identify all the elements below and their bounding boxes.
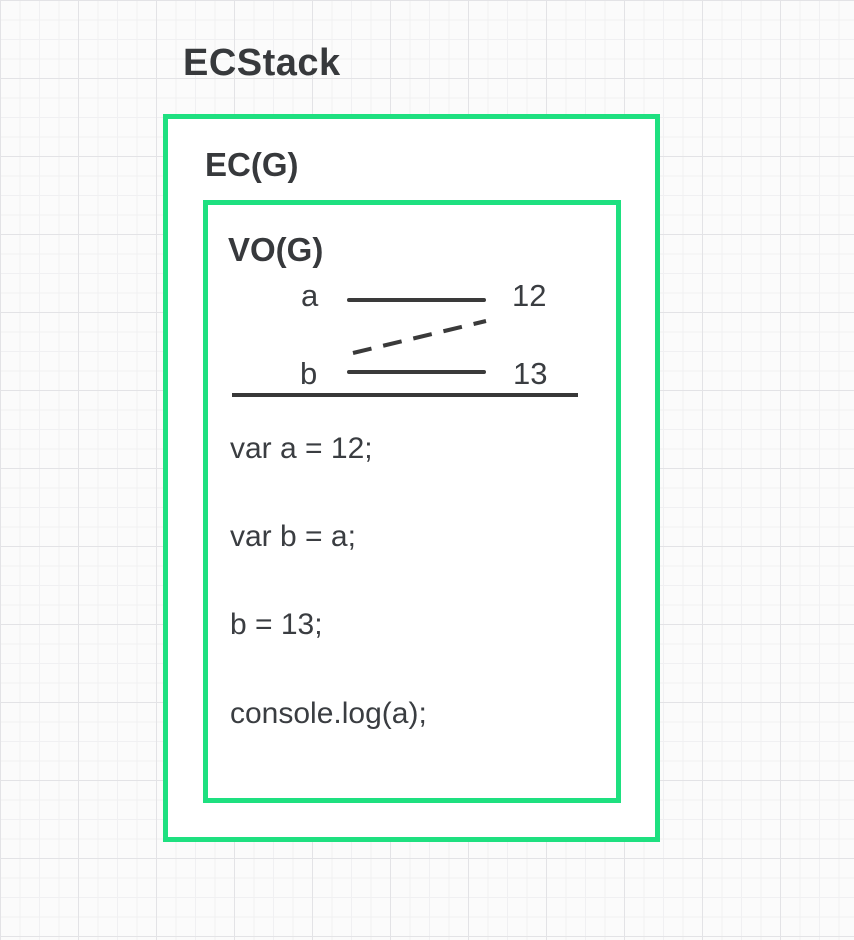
variable-b-binding-line [347,370,486,374]
code-line-2: var b = a; [230,520,356,553]
variable-name-b: b [300,356,318,391]
page-title: ECStack [183,42,341,84]
code-line-1: var a = 12; [230,432,373,465]
variable-name-a: a [301,278,319,313]
vo-global-box: VO(G) a 12 b 13 var a = 12; var b = a; b… [203,200,621,803]
ec-global-label: EC(G) [205,146,299,183]
ec-global-box: EC(G) VO(G) a 12 b 13 var a = 12; var b … [163,114,660,842]
variable-a-binding-line [347,298,486,302]
variable-value-a: 12 [512,278,547,313]
vo-separator-line [232,393,578,397]
code-line-3: b = 13; [230,608,323,641]
old-reference-dashed-line [352,319,487,355]
vo-global-label: VO(G) [228,231,324,268]
variable-value-b: 13 [513,356,548,391]
code-line-4: console.log(a); [230,697,427,730]
